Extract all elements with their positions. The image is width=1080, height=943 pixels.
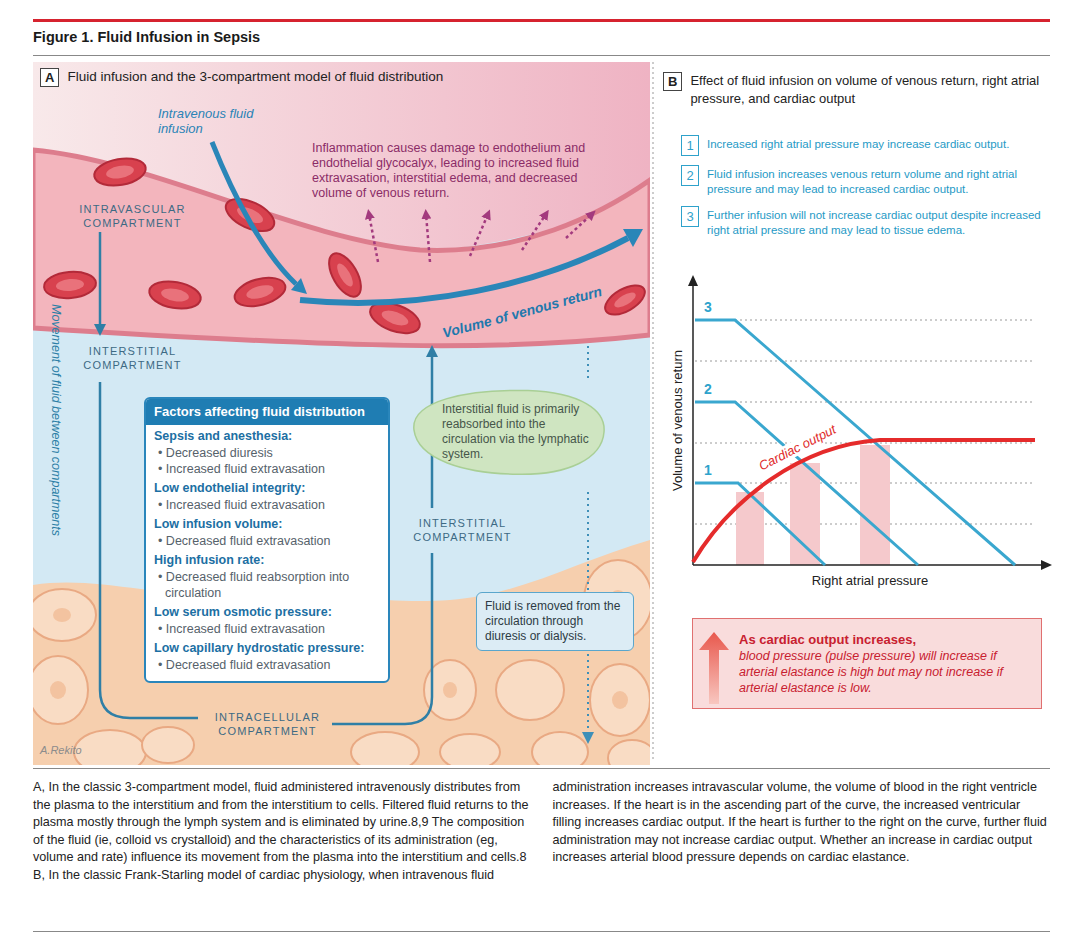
factor-name: Low infusion volume: bbox=[146, 516, 388, 533]
compartment-illustration bbox=[33, 62, 650, 765]
frank-starling-chart bbox=[688, 275, 1052, 570]
rule bbox=[33, 931, 1050, 932]
axis-title: Volume of venous return bbox=[670, 330, 685, 510]
signature: A.Rekito bbox=[40, 744, 140, 756]
axis-title: Right atrial pressure bbox=[790, 573, 950, 588]
factor-name: Sepsis and anesthesia: bbox=[146, 428, 388, 445]
panel-letter: B bbox=[663, 72, 682, 91]
lymph-note: Interstitial fluid is primarily reabsorb… bbox=[442, 402, 594, 462]
callout-text: Inflammation causes damage to endotheliu… bbox=[312, 141, 604, 201]
curve-number: 2 bbox=[704, 381, 724, 397]
lymph-outline bbox=[414, 390, 604, 474]
rule bbox=[33, 768, 1050, 769]
note-heading: As cardiac output increases, bbox=[739, 631, 1031, 648]
factor-name: Low endothelial integrity: bbox=[146, 480, 388, 497]
panel-letter: A bbox=[40, 68, 59, 87]
factor-effect: • Decreased diuresis bbox=[146, 445, 388, 461]
factor-name: Low serum osmotic pressure: bbox=[146, 604, 388, 621]
factor-effect: • Increased fluid extravasation bbox=[146, 497, 388, 513]
compartment-label: INTERSTITIAL COMPARTMENT bbox=[65, 344, 200, 372]
step-text: Further infusion will not increase cardi… bbox=[707, 206, 1048, 238]
factor-effect: • Increased fluid extravasation bbox=[146, 621, 388, 637]
step-text: Increased right atrial pressure may incr… bbox=[707, 135, 1048, 152]
factor-effect: • Decreased fluid extravasation bbox=[146, 533, 388, 549]
figure-title: Figure 1. Fluid Infusion in Sepsis bbox=[33, 29, 260, 45]
note-body: blood pressure (pulse pressure) will inc… bbox=[739, 648, 1031, 696]
factors-box: Factors affecting fluid distributionSeps… bbox=[144, 397, 390, 683]
factor-effect: • Increased fluid extravasation bbox=[146, 461, 388, 477]
step-text: Fluid infusion increases venous return v… bbox=[707, 165, 1048, 197]
compartment-label: INTRACELLULAR COMPARTMENT bbox=[195, 710, 340, 738]
curve-number: 3 bbox=[704, 299, 724, 315]
axis-note: Movement of fluid between compartments bbox=[49, 270, 63, 570]
panel-heading: A Fluid infusion and the 3-compartment mo… bbox=[40, 68, 640, 87]
panel-title: Fluid infusion and the 3-compartment mod… bbox=[67, 68, 640, 86]
factor-effect: • Decreased fluid reabsorption into circ… bbox=[146, 569, 388, 601]
callout-number: 1 bbox=[681, 135, 699, 156]
lymph-vessel: Interstitial fluid is primarily reabsorb… bbox=[408, 386, 608, 478]
factor-name: Low capillary hydrostatic pressure: bbox=[146, 640, 388, 657]
diuresis-box: Fluid is removed from the circulation th… bbox=[476, 592, 634, 651]
pressure-note-box: As cardiac output increases,blood pressu… bbox=[692, 618, 1042, 709]
callout-text: Intravenous fluid infusion bbox=[158, 106, 268, 136]
step-item: 3 Further infusion will not increase card… bbox=[681, 206, 1048, 238]
box-heading: Factors affecting fluid distribution bbox=[146, 399, 388, 425]
panel-title: Effect of fluid infusion on volume of ve… bbox=[690, 72, 1048, 108]
factor-effect: • Decreased fluid extravasation bbox=[146, 657, 388, 673]
factor-name: High infusion rate: bbox=[146, 552, 388, 569]
figure-caption: A, In the classic 3-compartment model, f… bbox=[33, 779, 1050, 884]
top-rule bbox=[33, 19, 1050, 22]
callout-number: 2 bbox=[681, 165, 699, 186]
callout-number: 3 bbox=[681, 206, 699, 227]
curve-number: 1 bbox=[704, 462, 724, 478]
panel-heading: B Effect of fluid infusion on volume of v… bbox=[663, 72, 1048, 108]
rule bbox=[33, 55, 1050, 56]
diuresis-note: Fluid is removed from the circulation th… bbox=[485, 599, 625, 644]
compartment-label: INTRAVASCULAR COMPARTMENT bbox=[65, 202, 200, 230]
compartment-label: INTERSTITIAL COMPARTMENT bbox=[395, 516, 530, 544]
step-item: 2 Fluid infusion increases venous return … bbox=[681, 165, 1048, 197]
panel-divider bbox=[653, 62, 654, 760]
step-item: 1 Increased right atrial pressure may inc… bbox=[681, 135, 1048, 156]
